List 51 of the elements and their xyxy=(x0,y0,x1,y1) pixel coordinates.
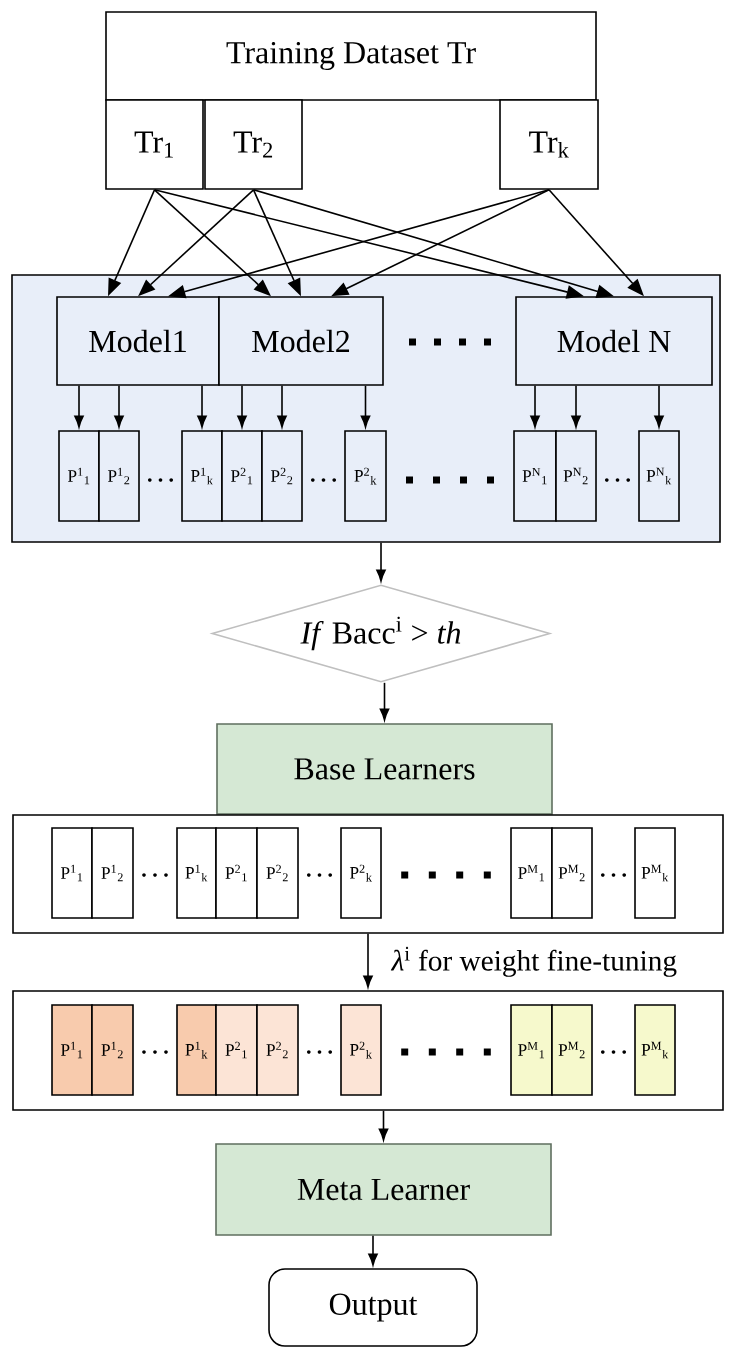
subset-box: Tr$_{k}$ xyxy=(499,99,599,190)
edge-label: λ$^{i}$ for weight fine-tuning xyxy=(390,946,677,977)
prediction-box: P$^{M}$2 xyxy=(551,827,593,919)
prediction-box: P$^{1}$k xyxy=(176,827,217,919)
output-box: Output xyxy=(268,1268,478,1347)
prediction-box: P$^{2}$k xyxy=(340,827,382,919)
prediction-box: P$^{2}$2 xyxy=(261,430,303,522)
weighted-prediction-box: P$^{2}$1 xyxy=(215,1004,258,1096)
arrow xyxy=(654,385,664,428)
weighted-prediction-box: P$^{M}$2 xyxy=(551,1004,593,1096)
prediction-box: P$^{2}$1 xyxy=(221,430,263,522)
prediction-box: P$^{2}$k xyxy=(344,430,387,522)
learner-box: Meta Learner xyxy=(215,1143,552,1236)
prediction-box: P$^{1}$k xyxy=(181,430,223,522)
arrow xyxy=(376,542,386,582)
prediction-box: P$^{1}$1 xyxy=(51,827,93,919)
arrow xyxy=(360,385,371,428)
arrow xyxy=(363,933,373,988)
prediction-box: P$^{N}$k xyxy=(638,430,680,522)
weighted-prediction-box: P$^{1}$1 xyxy=(51,1004,93,1096)
arrow xyxy=(379,682,390,721)
model-box: Model1 xyxy=(56,296,220,386)
model-box: Model N xyxy=(515,296,713,386)
weighted-prediction-box: P$^{M}$k xyxy=(634,1004,676,1096)
arrow xyxy=(197,385,207,428)
arrow xyxy=(571,385,581,428)
arrow xyxy=(237,385,247,428)
prediction-box: P$^{1}$2 xyxy=(98,430,140,522)
arrow xyxy=(530,385,540,428)
weighted-prediction-box: P$^{1}$k xyxy=(176,1004,217,1096)
weighted-prediction-box: P$^{2}$2 xyxy=(256,1004,299,1096)
prediction-box: P$^{2}$2 xyxy=(256,827,299,919)
model-box: Model2 xyxy=(218,296,384,386)
weighted-prediction-box: P$^{2}$k xyxy=(340,1004,382,1096)
arrow xyxy=(114,385,124,428)
subset-box: Tr$_{1}$ xyxy=(105,99,204,190)
prediction-box: P$^{M}$1 xyxy=(510,827,553,919)
weighted-prediction-box: P$^{1}$2 xyxy=(91,1004,134,1096)
prediction-box: P$^{N}$2 xyxy=(555,430,597,522)
learner-box: Base Learners xyxy=(216,723,553,815)
arrow xyxy=(378,1110,389,1141)
prediction-box: P$^{2}$1 xyxy=(215,827,258,919)
prediction-box: P$^{1}$2 xyxy=(91,827,134,919)
arrow xyxy=(74,385,84,428)
subset-box: Tr$_{2}$ xyxy=(204,99,303,190)
prediction-box: P$^{N}$1 xyxy=(513,430,557,522)
weighted-prediction-box: P$^{M}$1 xyxy=(510,1004,553,1096)
arrow xyxy=(277,385,287,428)
prediction-box: P$^{M}$k xyxy=(634,827,676,919)
arrow xyxy=(368,1235,378,1266)
prediction-box: P$^{1}$1 xyxy=(58,430,100,522)
